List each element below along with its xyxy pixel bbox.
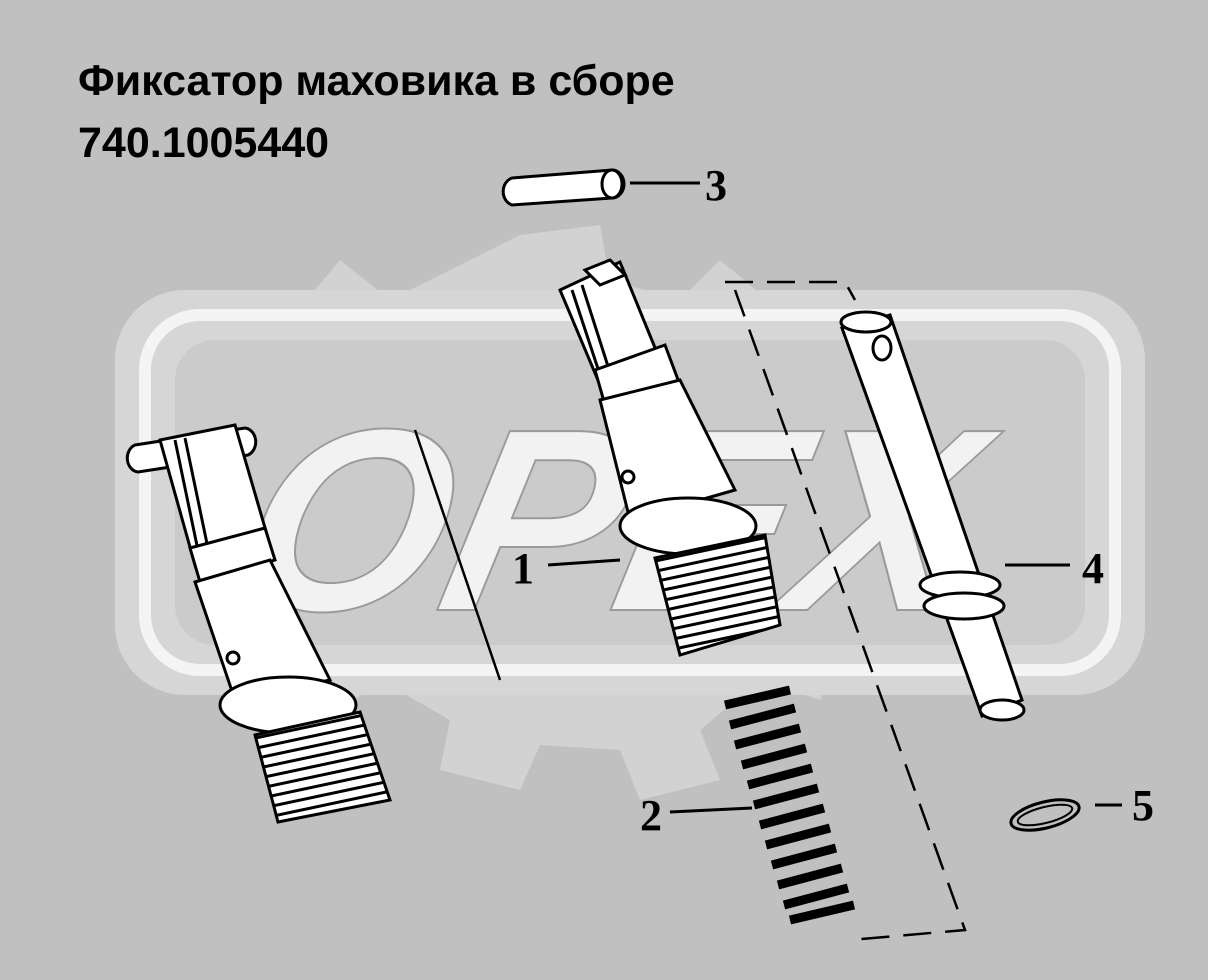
part-4-plunger <box>839 310 1026 722</box>
title-line-2: 740.1005440 <box>78 119 330 167</box>
part-3-pin <box>501 168 626 207</box>
callout-1: 1 <box>512 544 534 593</box>
assembly-guide-line <box>413 429 502 681</box>
diagram-title: Фиксатор маховика в сборе 740.1005440 <box>78 50 675 174</box>
callout-2: 2 <box>640 791 662 840</box>
part-1-assembled-view <box>125 423 392 824</box>
leader-lines <box>547 181 1122 814</box>
assembly-dashed-line <box>725 280 967 942</box>
callout-4: 4 <box>1082 544 1104 593</box>
part-5-ring <box>1009 798 1081 832</box>
title-line-1: Фиксатор маховика в сборе <box>78 57 675 105</box>
callout-3: 3 <box>705 161 727 210</box>
callout-5: 5 <box>1132 781 1154 830</box>
part-2-spring <box>723 685 856 925</box>
part-1-body <box>558 258 782 657</box>
